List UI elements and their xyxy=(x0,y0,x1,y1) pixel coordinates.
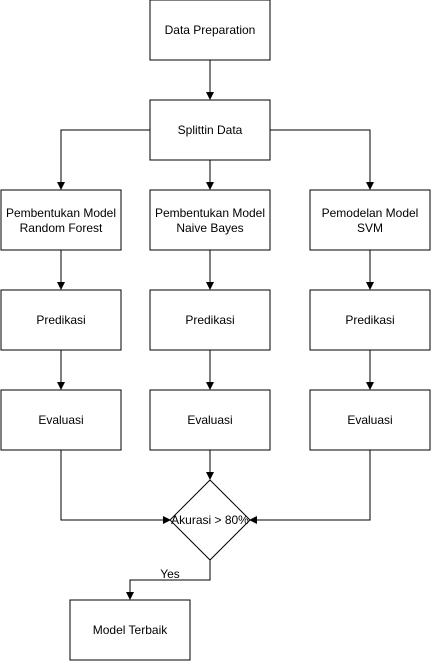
node-data-preparation: Data Preparation xyxy=(149,0,271,61)
node-prediction-nb: Predikasi xyxy=(149,289,271,351)
evaluation-rf-label: Evaluasi xyxy=(38,413,83,427)
node-model-random-forest: Pembentukan Model Random Forest xyxy=(0,189,122,251)
prediction-rf-label: Predikasi xyxy=(36,313,85,327)
yes-edge-label: Yes xyxy=(160,567,180,581)
accuracy-decision-label: Akurasi > 80% xyxy=(171,513,249,527)
node-splitting-data: Splittin Data xyxy=(149,99,271,161)
prediction-nb-label: Predikasi xyxy=(185,313,234,327)
node-prediction-svm: Predikasi xyxy=(309,289,431,351)
splitting-data-label: Splittin Data xyxy=(178,123,243,137)
model-nb-label-line2: Naive Bayes xyxy=(176,221,243,235)
edge-eval-rf-to-decision xyxy=(60,450,171,524)
evaluation-nb-label: Evaluasi xyxy=(187,413,232,427)
edges xyxy=(57,60,374,600)
best-model-label: Model Terbaik xyxy=(93,623,168,637)
node-evaluation-svm: Evaluasi xyxy=(309,389,431,451)
model-rf-label-line2: Random Forest xyxy=(20,221,103,235)
model-rf-label-line1: Pembentukan Model xyxy=(6,206,116,220)
data-preparation-label: Data Preparation xyxy=(165,23,256,37)
edge-split-to-rf xyxy=(57,129,150,190)
node-model-svm: Pemodelan Model SVM xyxy=(309,189,431,251)
edge-split-to-svm xyxy=(270,129,374,190)
edge-decision-to-best xyxy=(126,560,211,600)
node-best-model: Model Terbaik xyxy=(69,599,191,661)
model-nb-label-line1: Pembentukan Model xyxy=(155,206,265,220)
node-model-naive-bayes: Pembentukan Model Naive Bayes xyxy=(149,189,271,251)
evaluation-svm-label: Evaluasi xyxy=(347,413,392,427)
prediction-svm-label: Predikasi xyxy=(345,313,394,327)
model-svm-label-line1: Pemodelan Model xyxy=(322,206,419,220)
model-svm-label-line2: SVM xyxy=(357,221,383,235)
node-evaluation-nb: Evaluasi xyxy=(149,389,271,451)
node-accuracy-decision: Akurasi > 80% xyxy=(169,479,251,561)
edge-eval-svm-to-decision xyxy=(249,450,371,524)
node-prediction-rf: Predikasi xyxy=(0,289,122,351)
node-evaluation-rf: Evaluasi xyxy=(0,389,122,451)
